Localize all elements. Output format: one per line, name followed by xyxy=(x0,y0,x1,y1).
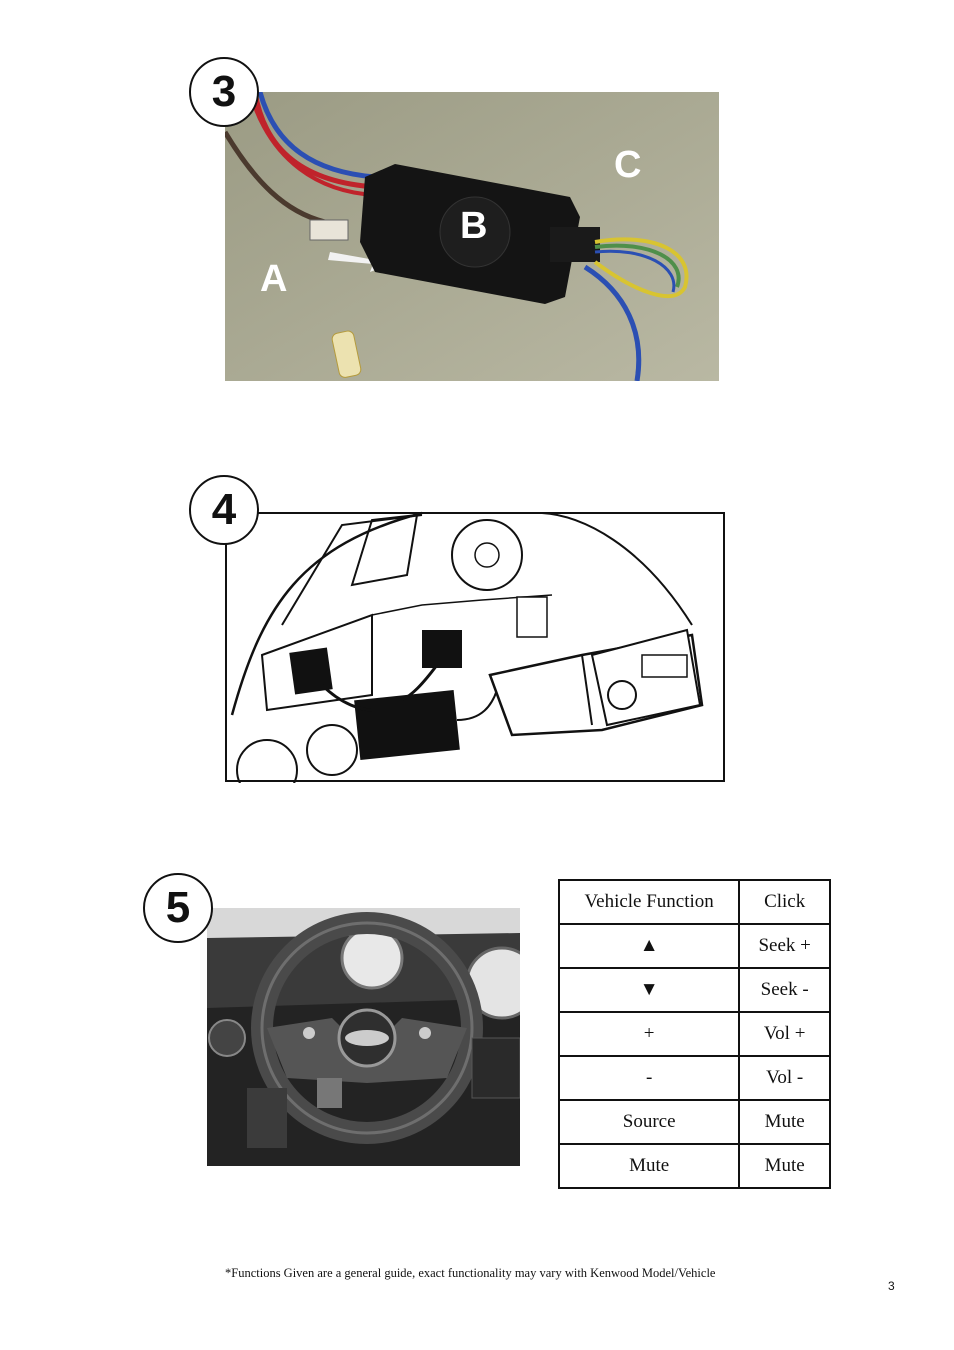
step-5-steering-wheel-photo xyxy=(207,908,520,1166)
click-cell: Seek + xyxy=(738,923,831,969)
click-cell: Vol - xyxy=(738,1055,831,1101)
table-row: Source Mute xyxy=(557,1099,831,1145)
click-cell: Vol + xyxy=(738,1011,831,1057)
footnote: *Functions Given are a general guide, ex… xyxy=(225,1266,716,1280)
table-row: ▲ Seek + xyxy=(557,923,831,969)
table-row: + Vol + xyxy=(557,1011,831,1057)
function-cell: + xyxy=(557,1011,741,1057)
click-cell: Seek - xyxy=(738,967,831,1013)
header-vehicle-function: Vehicle Function xyxy=(557,879,741,925)
table-row: - Vol - xyxy=(557,1055,831,1101)
function-cell: ▲ xyxy=(557,923,741,969)
function-cell: Mute xyxy=(557,1143,741,1189)
step-4-number: 4 xyxy=(189,475,259,545)
table-row: Mute Mute xyxy=(557,1143,831,1189)
table-header-row: Vehicle Function Click xyxy=(557,879,831,925)
step-5-number: 5 xyxy=(143,873,213,943)
function-cell: ▼ xyxy=(557,967,741,1013)
header-click: Click xyxy=(738,879,831,925)
vehicle-function-table: Vehicle Function Click ▲ Seek + ▼ Seek -… xyxy=(557,879,831,1189)
table-row: ▼ Seek - xyxy=(557,967,831,1013)
page-number: 3 xyxy=(888,1279,895,1293)
step-3-label-c: C xyxy=(614,144,642,186)
step-3-label-a: A xyxy=(260,258,288,300)
function-cell: - xyxy=(557,1055,741,1101)
step-4-installation-diagram xyxy=(222,505,728,783)
function-cell: Source xyxy=(557,1099,741,1145)
step-3-label-b: B xyxy=(460,205,488,247)
step-3-number: 3 xyxy=(189,57,259,127)
click-cell: Mute xyxy=(738,1099,831,1145)
step-3-photo-interface-module xyxy=(225,92,719,381)
click-cell: Mute xyxy=(738,1143,831,1189)
